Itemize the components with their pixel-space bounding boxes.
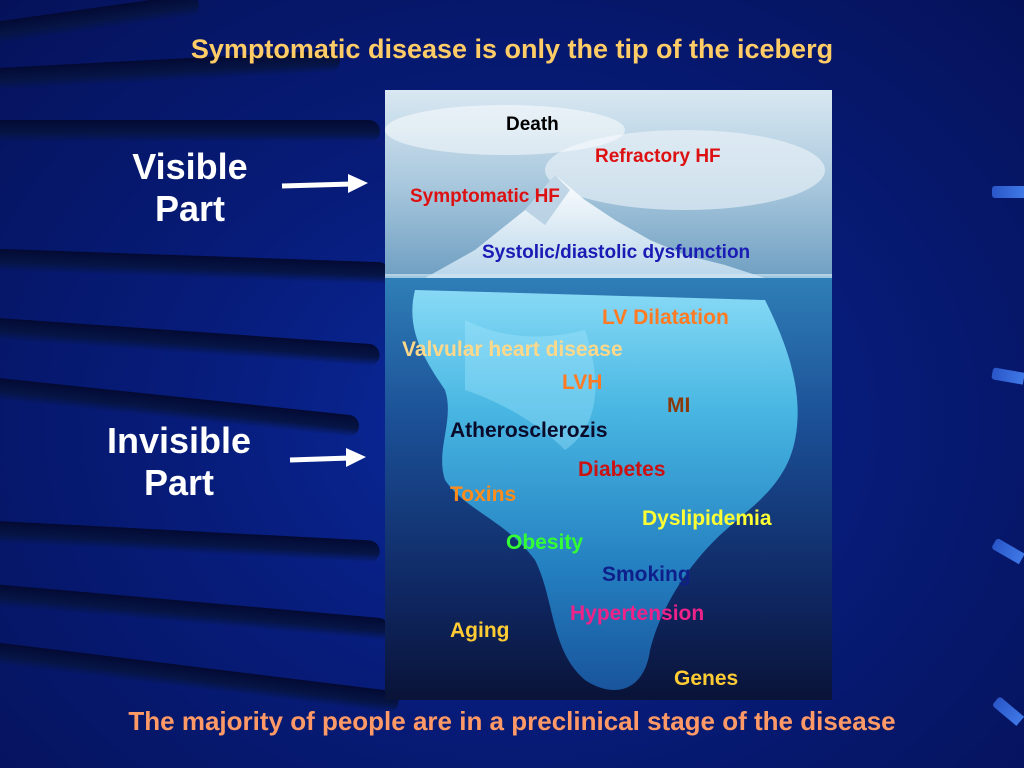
decorative-tick [992,186,1024,198]
arrow-right-icon [281,174,368,193]
label-atherosclerosis: Atherosclerozis [450,419,608,442]
label-death: Death [506,114,559,135]
label-toxins: Toxins [450,483,517,506]
label-valvular: Valvular heart disease [402,338,623,361]
label-lvh: LVH [562,371,603,394]
slide-footer: The majority of people are in a preclini… [128,706,896,736]
label-refractory-hf: Refractory HF [595,146,721,167]
label-hypertension: Hypertension [570,602,705,625]
label-diabetes: Diabetes [578,458,666,481]
background-stripe [0,638,400,714]
background-stripe [0,581,391,641]
label-genes: Genes [674,667,739,690]
background-stripe [0,315,381,367]
decorative-tick [991,537,1024,565]
label-smoking: Smoking [602,563,691,586]
label-aging: Aging [450,619,510,642]
decorative-tick [991,367,1024,385]
background-stripe [0,120,380,142]
slide-title: Symptomatic disease is only the tip of t… [190,34,834,64]
label-lv-dilatation: LV Dilatation [602,306,729,329]
label-symptomatic-hf: Symptomatic HF [410,186,560,207]
label-mi: MI [667,394,691,417]
label-obesity: Obesity [506,531,584,554]
invisible-part-line2: Part [143,462,215,503]
background-stripe [0,519,381,563]
invisible-part-line1: Invisible [106,420,252,461]
label-dyslipidemia: Dyslipidemia [642,507,772,530]
visible-part-line2: Part [154,188,226,229]
background-stripe [0,247,391,285]
visible-part-line1: Visible [132,146,248,187]
invisible-part-label: Invisible Part [84,420,274,504]
label-dysfunction: Systolic/diastolic dysfunction [482,242,751,263]
iceberg-image: Death Refractory HF Symptomatic HF Systo… [385,90,832,700]
visible-part-label: Visible Part [110,146,270,230]
arrow-right-icon [289,448,366,467]
